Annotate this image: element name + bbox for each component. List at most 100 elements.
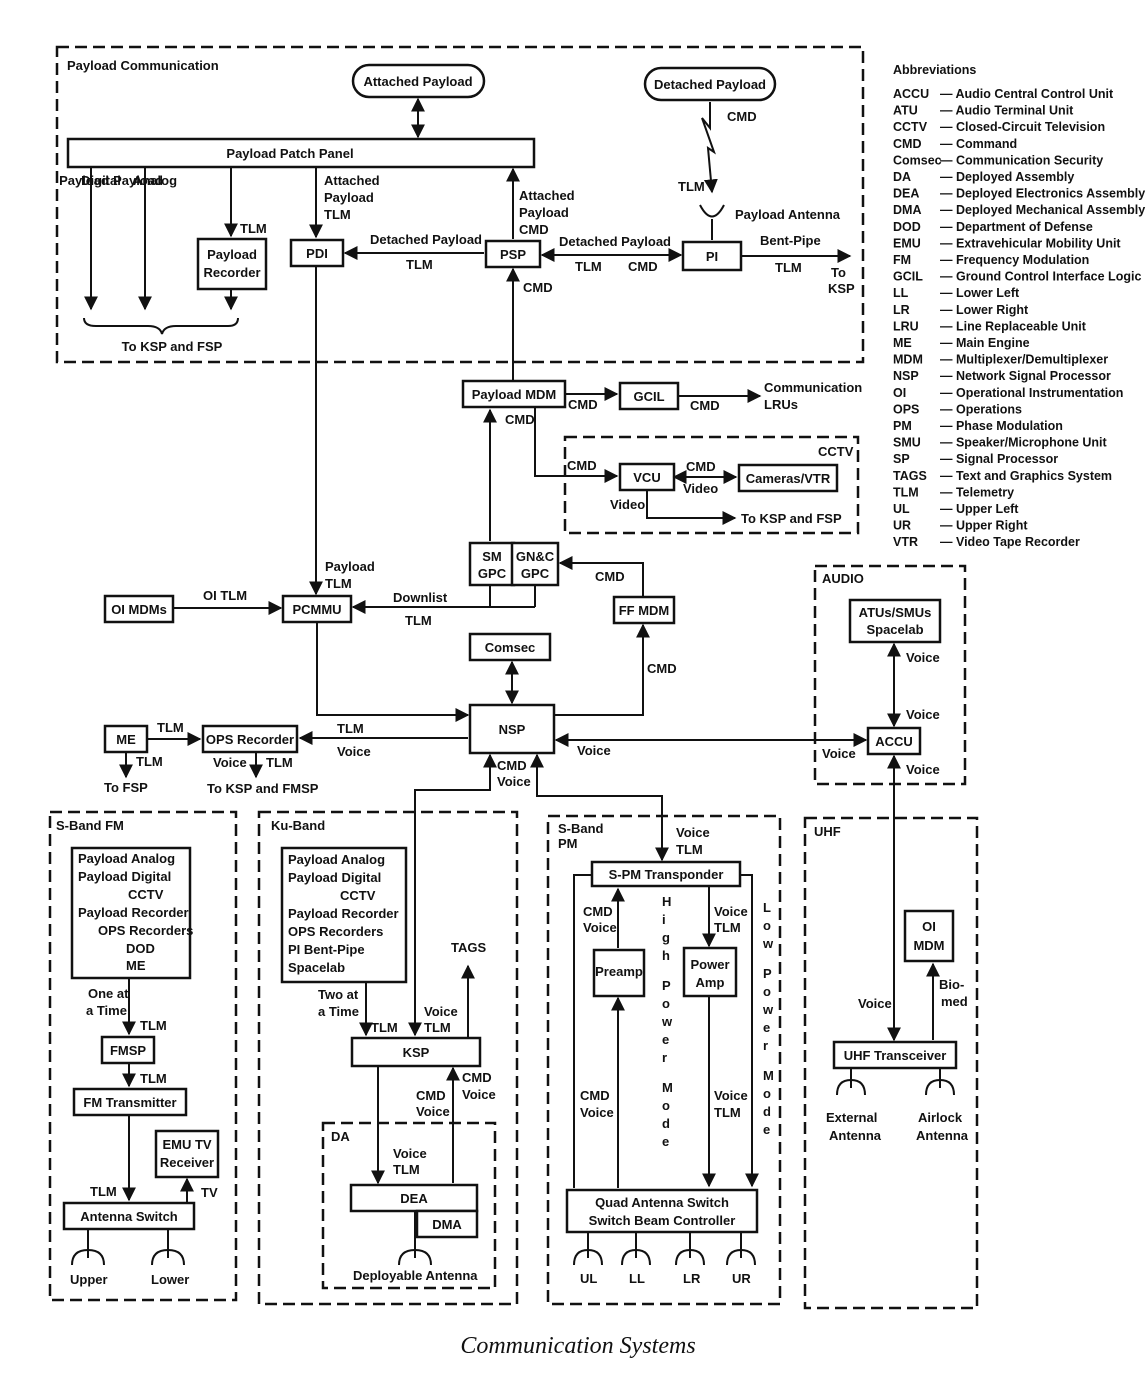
- pcmmu-label: PCMMU: [292, 602, 341, 617]
- ku-src-1: Payload Analog: [288, 852, 385, 867]
- abbreviation-term: ATU: [893, 104, 918, 118]
- atus-smus-box: [848, 598, 942, 644]
- psp-label: PSP: [500, 247, 526, 262]
- sband-fm-region: [48, 810, 238, 1302]
- me-tlm: TLM: [136, 754, 163, 769]
- abbreviation-term: OPS: [893, 402, 919, 416]
- nsp-label: NSP: [499, 722, 526, 737]
- spm-transponder-box: [590, 860, 742, 888]
- fm-src-7: ME: [126, 958, 146, 973]
- emu-tv-receiver-box: [154, 1129, 220, 1179]
- one-at-2: a Time: [86, 1003, 127, 1018]
- antenna-switch-box: [62, 1201, 196, 1231]
- ksp-label: KSP: [403, 1045, 430, 1060]
- payload-digital-vertical-2: Digital: [81, 173, 121, 188]
- poweramp-out-tlm: TLM: [714, 1105, 741, 1120]
- abbreviation-definition: — Multiplexer/Demultiplexer: [940, 353, 1108, 367]
- accu-voice-down: Voice: [906, 762, 940, 777]
- external-antenna-2: Antenna: [829, 1128, 882, 1143]
- abbreviation-definition: — Network Signal Processor: [940, 369, 1111, 383]
- payload-patch-panel-box: [66, 137, 536, 169]
- mdm-gcil-cmd: CMD: [568, 397, 598, 412]
- gcil-label: GCIL: [633, 389, 664, 404]
- sband-pm-title-2: PM: [558, 836, 578, 851]
- dea-box: [349, 1183, 479, 1213]
- payload-antenna-label: Payload Antenna: [735, 207, 841, 222]
- dea-tlm: TLM: [393, 1162, 420, 1177]
- abbreviation-definition: — Deployed Electronics Assembly: [940, 187, 1145, 201]
- abbreviation-term: NSP: [893, 369, 919, 383]
- abbreviation-term: UL: [893, 502, 910, 516]
- abbreviation-definition: — Deployed Assembly: [940, 170, 1074, 184]
- payload-communication-title: Payload Communication: [67, 58, 219, 73]
- da-title: DA: [331, 1129, 350, 1144]
- payload-recorder-label-1: Payload: [207, 247, 257, 262]
- pm-voice: Voice: [676, 825, 710, 840]
- attached-payload-box: [351, 63, 486, 99]
- pdi-tlm: TLM: [406, 257, 433, 272]
- pi-label: PI: [706, 249, 718, 264]
- antenna-switch-label: Antenna Switch: [80, 1209, 178, 1224]
- abbreviation-definition: — Department of Defense: [940, 220, 1093, 234]
- psp-cmd: CMD: [523, 280, 553, 295]
- dea-cmd-2: CMD: [462, 1070, 492, 1085]
- payload-tlm-1: Payload: [325, 559, 375, 574]
- nsp-cmd: CMD: [497, 758, 527, 773]
- figure-caption: Communication Systems: [460, 1333, 695, 1359]
- cctv-region: [563, 435, 860, 535]
- ku-voice: Voice: [424, 1004, 458, 1019]
- me-ops-tlm: TLM: [157, 720, 184, 735]
- emu-tv-label-1: EMU TV: [162, 1137, 211, 1152]
- nsp-ops-voice: Voice: [337, 744, 371, 759]
- abbreviation-term: SMU: [893, 436, 921, 450]
- gnc-gpc-label-2: GPC: [521, 566, 550, 581]
- lr-label: LR: [683, 1271, 701, 1286]
- tags-label: TAGS: [451, 940, 486, 955]
- abbreviation-definition: — Audio Terminal Unit: [940, 104, 1074, 118]
- accu-voice-in: Voice: [822, 746, 856, 761]
- external-antenna-1: External: [826, 1110, 877, 1125]
- two-at-2: a Time: [318, 1004, 359, 1019]
- pi-box: [681, 240, 743, 272]
- nsp-box: [468, 703, 556, 755]
- communication-lrus-1: Communication: [764, 380, 862, 395]
- detached-cmd: CMD: [727, 109, 757, 124]
- psp-pi-cmd: CMD: [628, 259, 658, 274]
- abbreviation-definition: — Telemetry: [940, 485, 1014, 499]
- ops-recorder-label: OPS Recorder: [206, 732, 294, 747]
- sm-gpc-label-2: GPC: [478, 566, 507, 581]
- pdi-label: PDI: [306, 246, 328, 261]
- poweramp-voice: Voice: [714, 904, 748, 919]
- abbreviation-term: ME: [893, 336, 912, 350]
- to-ksp-fsp-label: To KSP and FSP: [122, 339, 223, 354]
- oi-mdms-label: OI MDMs: [111, 602, 167, 617]
- fm-src-3: CCTV: [128, 887, 164, 902]
- mdm-cmd-down: CMD: [505, 412, 535, 427]
- power-amp-box: [682, 946, 738, 998]
- nsp-accu-voice: Voice: [577, 743, 611, 758]
- abbreviations-title: Abbreviations: [893, 63, 976, 77]
- abbreviation-definition: — Text and Graphics System: [940, 469, 1112, 483]
- vcu-box: [618, 462, 676, 492]
- dea-voice-2: Voice: [462, 1087, 496, 1102]
- quad-switch-box: [565, 1188, 759, 1234]
- sband-fm-sources-box: [70, 846, 192, 980]
- abbreviation-term: UR: [893, 519, 911, 533]
- abbreviation-term: MDM: [893, 353, 923, 367]
- ku-band-title: Ku-Band: [271, 818, 325, 833]
- airlock-antenna-2: Antenna: [916, 1128, 969, 1143]
- one-at-1: One at: [88, 986, 129, 1001]
- oi-mdm-box: [903, 909, 955, 963]
- payload-mdm-label: Payload MDM: [472, 387, 557, 402]
- oi-mdm-label-2: MDM: [913, 938, 944, 953]
- abbreviation-term: GCIL: [893, 270, 923, 284]
- ku-band-region: [257, 810, 519, 1306]
- abbreviation-term: DOD: [893, 220, 921, 234]
- deployable-antenna-icon: [398, 1248, 432, 1266]
- payload-digital-vertical-1: Payload: [59, 173, 109, 188]
- attached-tlm-2: Payload: [324, 190, 374, 205]
- payload-recorder-box: [196, 237, 268, 291]
- accu-box: [866, 726, 922, 756]
- to-fsp-label: To FSP: [104, 780, 148, 795]
- external-antenna-icon: [836, 1078, 866, 1096]
